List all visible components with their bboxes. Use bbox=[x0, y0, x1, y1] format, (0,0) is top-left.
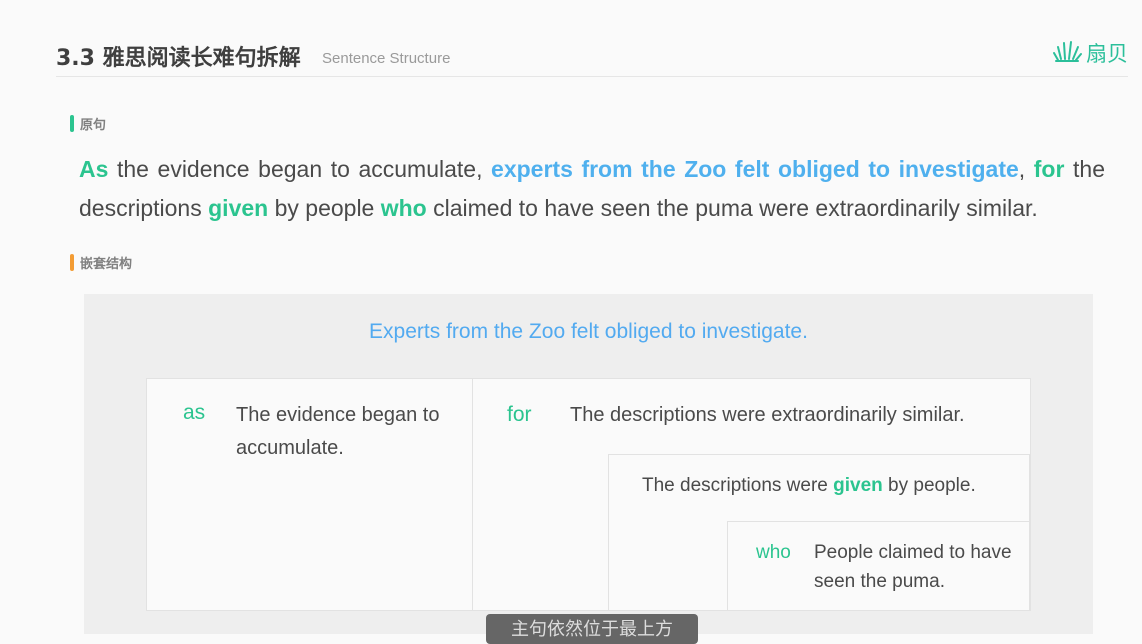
sentence-part: by people bbox=[268, 195, 381, 221]
video-subtitle: 主句依然位于最上方 bbox=[486, 614, 698, 644]
logo-text: 扇贝 bbox=[1086, 42, 1128, 66]
for-clause-box: for The descriptions were extraordinaril… bbox=[472, 378, 1031, 611]
for-keyword: for bbox=[507, 403, 532, 426]
who-keyword: who bbox=[756, 542, 791, 563]
as-clause-box: as The evidence began to accumulate. bbox=[146, 378, 474, 611]
structure-diagram: Experts from the Zoo felt obliged to inv… bbox=[84, 294, 1093, 634]
sentence-part: the descriptions bbox=[79, 156, 1105, 221]
for-clause-text: The descriptions were extraordinarily si… bbox=[570, 404, 965, 426]
given-clause-text: The descriptions were given by people. bbox=[642, 471, 1022, 500]
keyword-given: given bbox=[208, 195, 269, 221]
section-marker bbox=[70, 254, 74, 271]
brand-logo: 扇贝 bbox=[1052, 38, 1128, 68]
shell-logo-icon bbox=[1053, 41, 1082, 62]
original-sentence: As the evidence began to accumulate, exp… bbox=[79, 150, 1105, 228]
who-clause-text: People claimed to have seen the puma. bbox=[814, 542, 1012, 592]
slide-title: 3.3 雅思阅读长难句拆解 bbox=[56, 46, 301, 71]
sentence-part: , bbox=[1018, 156, 1034, 182]
keyword-who: who bbox=[380, 195, 427, 221]
main-clause: Experts from the Zoo felt obliged to inv… bbox=[369, 320, 808, 343]
section-structure-text: 嵌套结构 bbox=[80, 257, 133, 272]
section-marker bbox=[70, 115, 74, 132]
given-text-part: The descriptions were bbox=[642, 475, 834, 496]
as-keyword: as bbox=[183, 401, 206, 424]
section-original-text: 原句 bbox=[80, 118, 107, 133]
slide-header: 3.3 雅思阅读长难句拆解 Sentence Structure 扇贝 bbox=[56, 38, 1128, 77]
section-original-label: 原句 bbox=[70, 114, 106, 133]
keyword-as: As bbox=[79, 156, 109, 182]
who-clause-box: who People claimed to have seen the puma… bbox=[727, 521, 1030, 611]
keyword-for: for bbox=[1033, 156, 1065, 182]
slide-subtitle: Sentence Structure bbox=[322, 50, 451, 67]
section-structure-label: 嵌套结构 bbox=[70, 253, 132, 272]
as-clause-text: The evidence began to accumulate. bbox=[236, 404, 440, 459]
given-text-part: by people. bbox=[882, 475, 976, 496]
given-keyword: given bbox=[833, 475, 883, 496]
main-clause-highlight: experts from the Zoo felt obliged to inv… bbox=[491, 156, 1019, 182]
given-clause-box: The descriptions were given by people. w… bbox=[608, 454, 1030, 611]
sentence-part: the evidence began to accumulate, bbox=[108, 156, 492, 182]
sentence-part: claimed to have seen the puma were extra… bbox=[426, 195, 1038, 221]
